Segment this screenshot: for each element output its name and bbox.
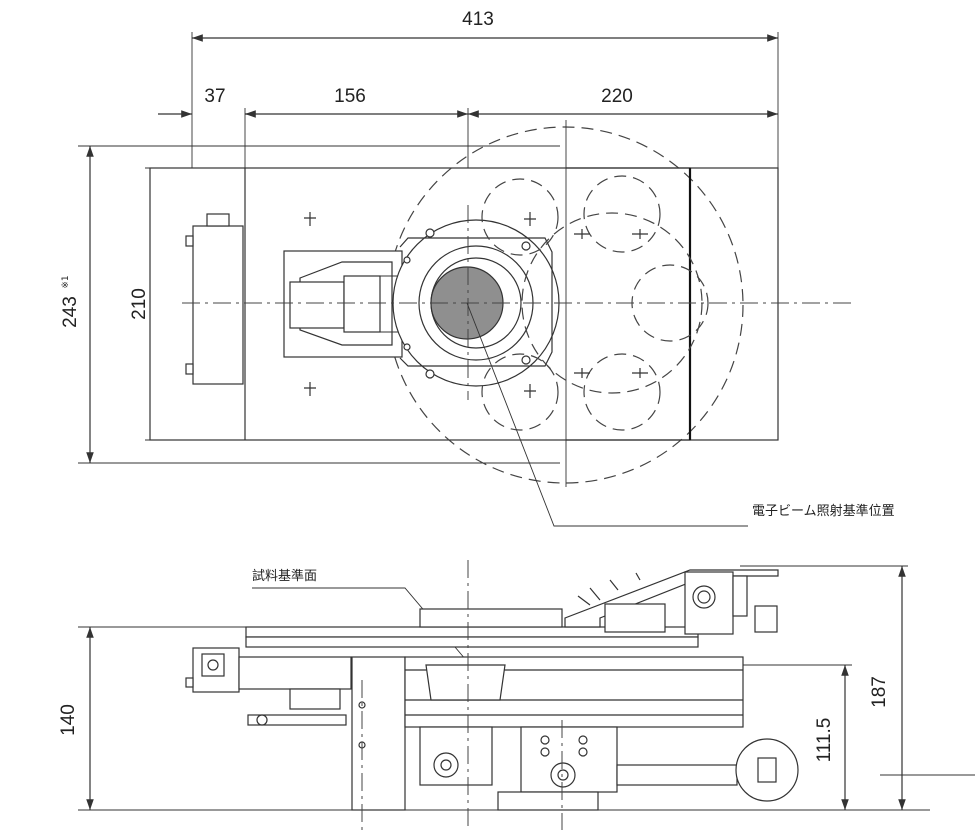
sloped-arm <box>564 569 779 628</box>
stage-body <box>351 656 406 811</box>
wing-nuts-top-view <box>304 212 648 398</box>
stage-screws <box>403 228 531 379</box>
beam-reference-label: 電子ビーム照射基準位置 <box>752 503 895 519</box>
side-view: 140 111.5 187 試料基準面 <box>58 560 975 830</box>
dim-right-overall-height: 187 <box>869 676 890 708</box>
dim-overall-width: 413 <box>462 9 494 30</box>
dim-inner-height: 210 <box>129 288 150 320</box>
dim-overall-height-group: 243 ※1 <box>60 275 81 327</box>
dim-left-height: 140 <box>58 704 79 736</box>
connector-block <box>192 225 244 385</box>
dim-right-segment: 220 <box>601 86 633 107</box>
dim-overall-height: 243 <box>60 296 81 328</box>
beam-reference-leader <box>466 302 748 527</box>
dim-middle-segment: 156 <box>334 86 366 107</box>
dim-overall-height-note: ※1 <box>61 275 71 288</box>
top-view: 413 37 156 220 210 243 ※1 <box>60 9 895 527</box>
dim-left-segment: 37 <box>204 86 225 107</box>
top-view-extension-lines <box>78 32 779 464</box>
dim-right-inner-height: 111.5 <box>814 718 835 763</box>
sample-reference-label: 試料基準面 <box>252 568 317 584</box>
